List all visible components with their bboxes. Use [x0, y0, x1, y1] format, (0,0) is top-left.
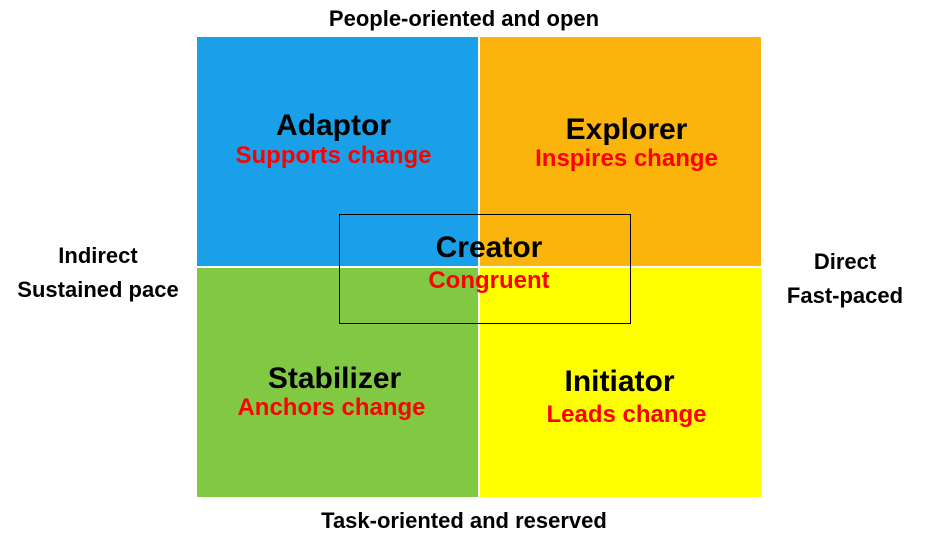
left-axis-line-2: Sustained pace — [17, 277, 179, 302]
left-axis-line-1: Indirect — [58, 243, 138, 268]
initiator-quadrant — [480, 268, 761, 497]
initiator-subtitle: Leads change — [546, 401, 707, 428]
adaptor-title: Adaptor — [276, 109, 391, 142]
creator-title: Creator — [435, 231, 543, 264]
stabilizer-title: Stabilizer — [267, 362, 402, 395]
creator-subtitle: Congruent — [428, 267, 550, 294]
bottom-axis-label: Task-oriented and reserved — [321, 508, 607, 533]
explorer-title: Explorer — [565, 113, 688, 146]
adaptor-subtitle: Supports change — [235, 142, 432, 169]
left-axis-label: Indirect Sustained pace — [0, 239, 196, 307]
initiator-title: Initiator — [564, 365, 675, 398]
explorer-subtitle: Inspires change — [535, 145, 718, 172]
stabilizer-quadrant — [197, 268, 478, 497]
right-axis-line-2: Fast-paced — [786, 283, 904, 308]
right-axis-line-1: Direct — [813, 249, 877, 274]
right-axis-label: Direct Fast-paced — [762, 245, 928, 313]
top-axis-label: People-oriented and open — [328, 6, 600, 31]
adaptor-quadrant — [197, 37, 478, 266]
creator-center-box — [339, 214, 631, 324]
stabilizer-subtitle: Anchors change — [237, 394, 426, 421]
explorer-quadrant — [480, 37, 761, 266]
